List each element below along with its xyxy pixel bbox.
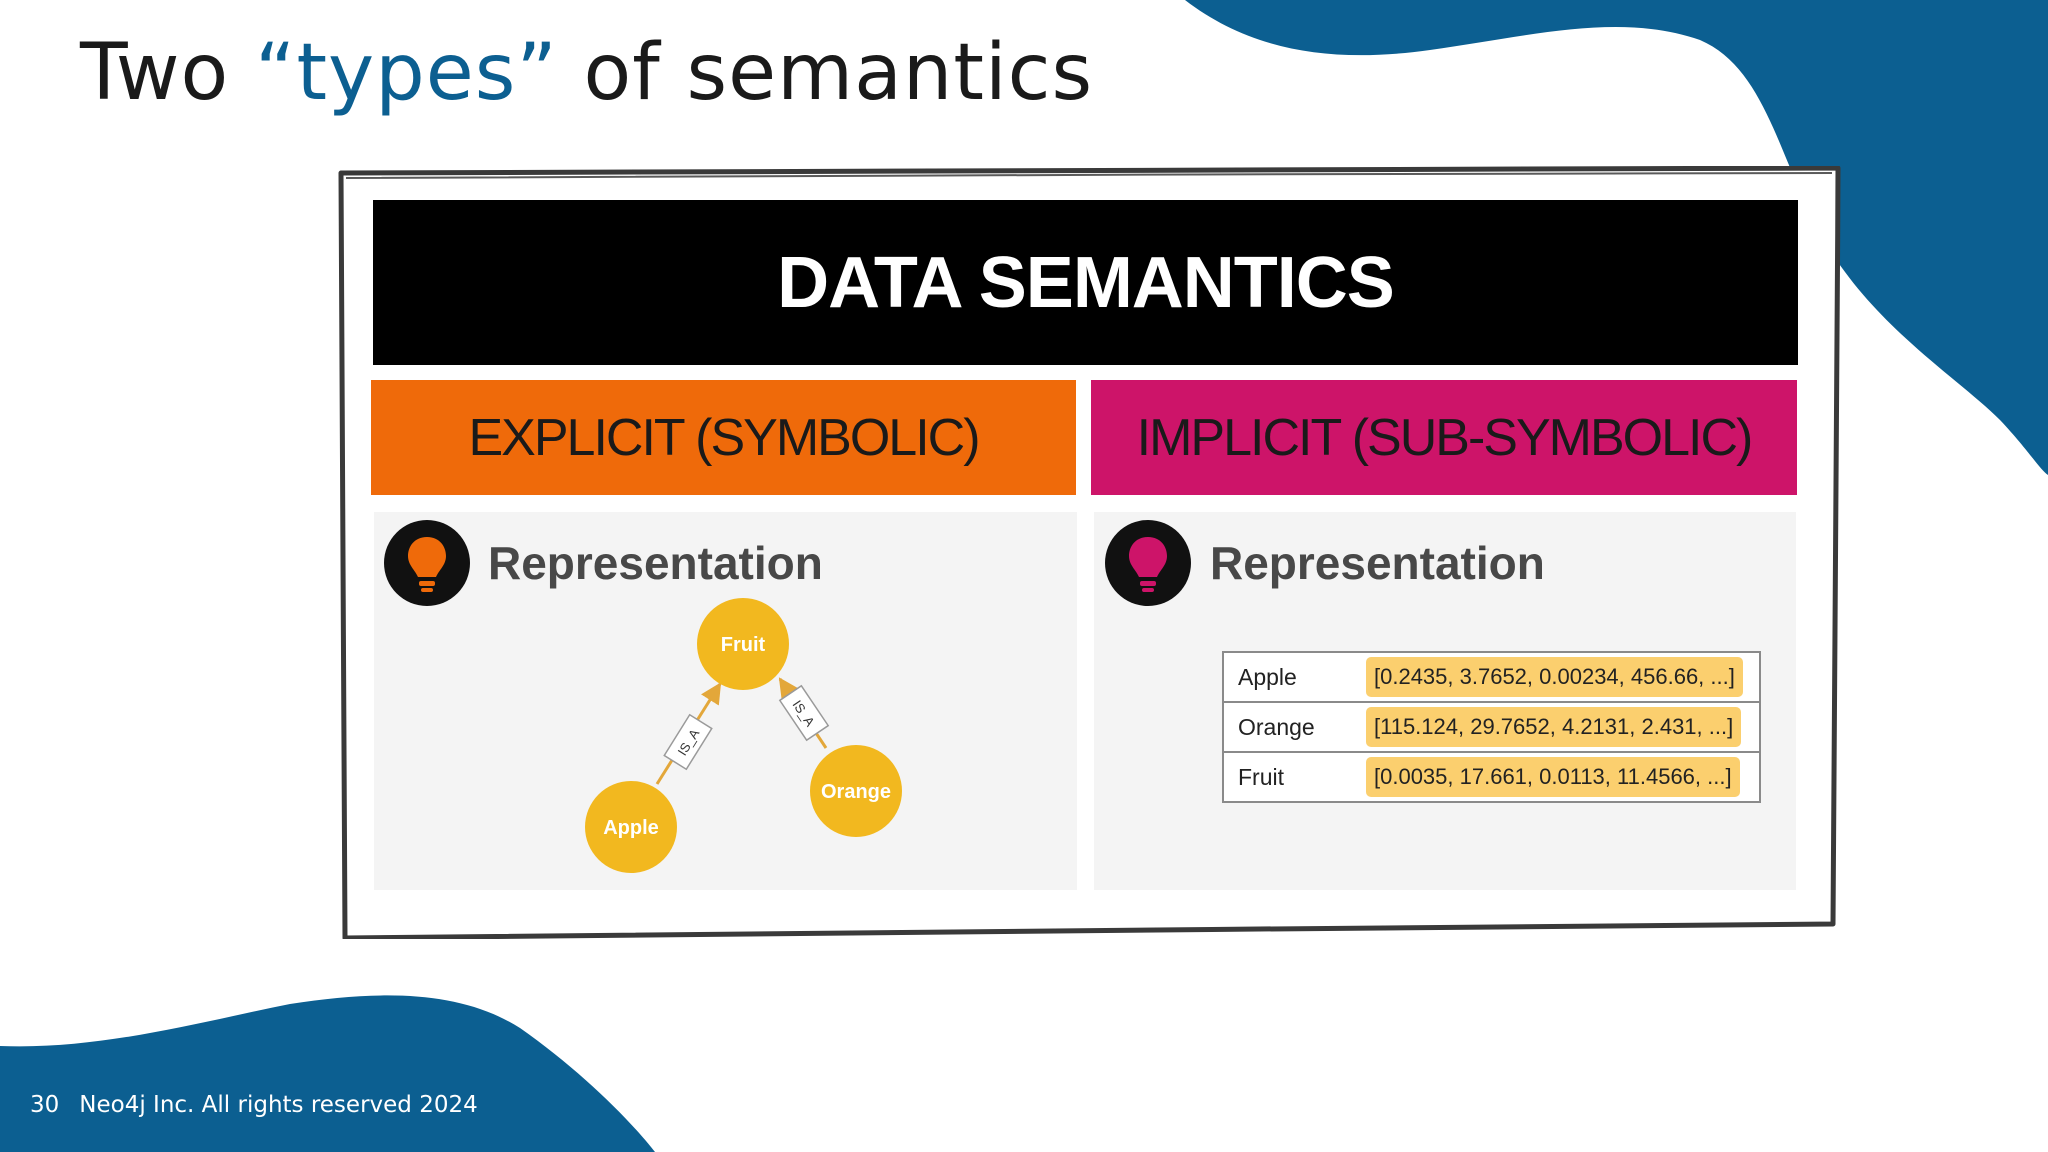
embedding-table: Apple [0.2435, 3.7652, 0.00234, 456.66, … [1222, 651, 1761, 803]
table-row: Fruit [0.0035, 17.661, 0.0113, 11.4566, … [1223, 751, 1760, 802]
svg-text:Apple: Apple [603, 817, 659, 839]
explicit-header: EXPLICIT (SYMBOLIC) [371, 380, 1076, 495]
graph-edge-orange-fruit: IS_A [778, 677, 830, 749]
vector-chip: [0.2435, 3.7652, 0.00234, 456.66, ...] [1366, 657, 1743, 697]
explicit-section-heading: Representation [488, 537, 823, 589]
explicit-header-label: EXPLICIT (SYMBOLIC) [468, 408, 980, 467]
lightbulb-icon [1105, 520, 1191, 606]
lightbulb-icon [384, 520, 470, 606]
implicit-header-label: IMPLICIT (SUB-SYMBOLIC) [1136, 408, 1754, 467]
svg-text:Fruit: Fruit [721, 634, 766, 656]
table-row: Orange [115.124, 29.7652, 4.2131, 2.431,… [1223, 701, 1760, 752]
graph-node-apple: Apple [585, 781, 677, 873]
title-highlight: “types” [255, 28, 558, 118]
slide-footer: 30 Neo4j Inc. All rights reserved 2024 [30, 1092, 478, 1118]
implicit-header: IMPLICIT (SUB-SYMBOLIC) [1091, 380, 1797, 495]
banner-title: DATA SEMANTICS [777, 242, 1395, 323]
row-label: Fruit [1223, 751, 1366, 802]
vector-chip: [0.0035, 17.661, 0.0113, 11.4566, ...] [1366, 757, 1740, 797]
explicit-panel [374, 512, 1077, 890]
graph-node-fruit: Fruit [697, 598, 789, 690]
slide-title: Two “types” of semantics [80, 28, 1094, 118]
graph-edge-apple-fruit: IS_A [655, 682, 722, 785]
copyright-text: Neo4j Inc. All rights reserved 2024 [79, 1092, 478, 1118]
data-semantics-banner: DATA SEMANTICS [373, 200, 1798, 365]
implicit-section-heading: Representation [1210, 537, 1545, 589]
knowledge-graph: IS_A IS_A Fruit Apple Orange [585, 598, 902, 873]
vector-chip: [115.124, 29.7652, 4.2131, 2.431, ...] [1366, 707, 1742, 747]
graph-node-orange: Orange [810, 745, 902, 837]
row-label: Orange [1223, 701, 1366, 752]
svg-text:Orange: Orange [821, 781, 891, 803]
row-label: Apple [1238, 663, 1297, 690]
table-row: Apple [0.2435, 3.7652, 0.00234, 456.66, … [1223, 652, 1760, 702]
page-number: 30 [30, 1092, 60, 1118]
